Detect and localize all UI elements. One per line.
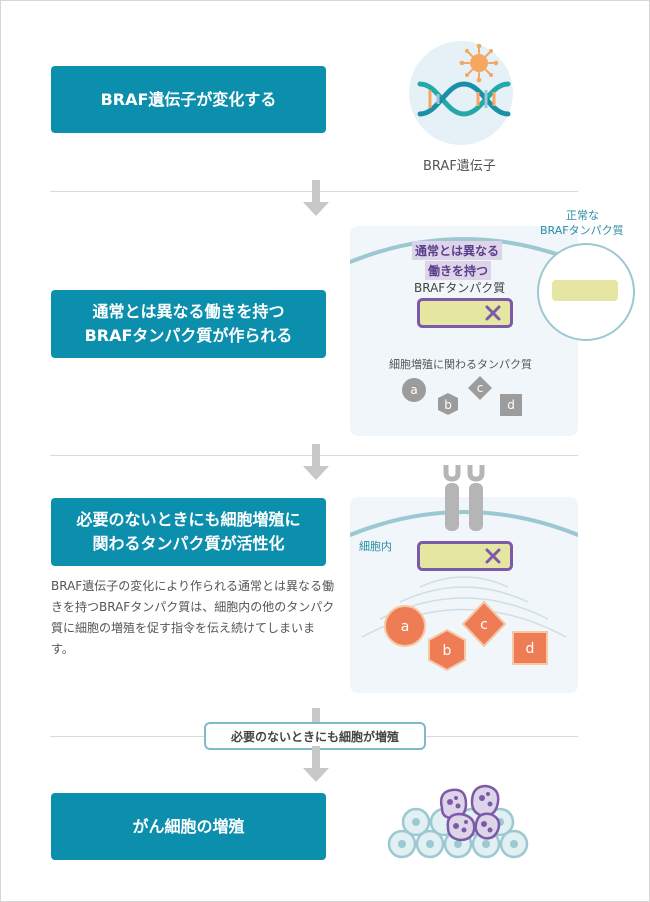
protein-d-label: d [526,641,535,657]
protein-a-label: a [401,619,410,635]
abnormal-label-1: 通常とは異なる [412,241,503,260]
active-proteins-icon: a b c d [384,600,548,672]
protein-d-label: d [507,398,515,412]
cell-membrane-icon [350,237,578,265]
abnormal-label-2: 働きを持つ [425,261,492,280]
abnormal-braf-protein-icon [417,298,513,328]
dna-icon [409,41,513,145]
gene-label: BRAF遺伝子 [423,159,496,174]
down-arrow-icon [303,444,329,480]
step-growth-protein-activated: 必要のないときにも細胞増殖に 関わるタンパク質が活性化 [51,498,326,566]
cancer-cells-icon [387,784,529,859]
step-cancer-cell-growth: がん細胞の増殖 [51,793,326,860]
normal-braf-protein-icon [552,280,618,301]
protein-b-label: b [443,643,452,659]
inside-cell-label: 細胞内 [359,540,392,553]
step-label: BRAF遺伝子が変化する [100,89,277,109]
inactive-proteins-icon: a b c d [402,376,522,416]
normal-label-1: 正常な [566,209,599,222]
mechanism-description: BRAF遺伝子の変化により作られる通常とは異なる働きを持つBRAFタンパク質は、… [51,579,335,656]
growth-proteins-label: 細胞増殖に関わるタンパク質 [389,358,532,371]
protein-a-label: a [410,383,417,397]
step-label: 必要のないときにも細胞増殖に 関わるタンパク質が活性化 [76,510,301,553]
step-braf-gene-change: BRAF遺伝子が変化する [51,66,326,133]
normal-label-2: BRAFタンパク質 [540,224,624,237]
step-label: 通常とは異なる働きを持つ BRAFタンパク質が作られる [84,302,293,345]
protein-c-label: c [480,617,488,633]
protein-b-label: b [444,398,452,412]
abnormal-braf-protein-icon [417,541,513,571]
step-label: がん細胞の増殖 [132,816,245,836]
down-arrow-icon [303,746,329,782]
protein-c-label: c [477,381,484,395]
receptor-icon [443,465,485,531]
abnormal-protein-label: BRAFタンパク質 [414,281,506,295]
step-abnormal-protein-made: 通常とは異なる働きを持つ BRAFタンパク質が作られる [51,290,326,358]
down-arrow-icon [303,180,329,216]
